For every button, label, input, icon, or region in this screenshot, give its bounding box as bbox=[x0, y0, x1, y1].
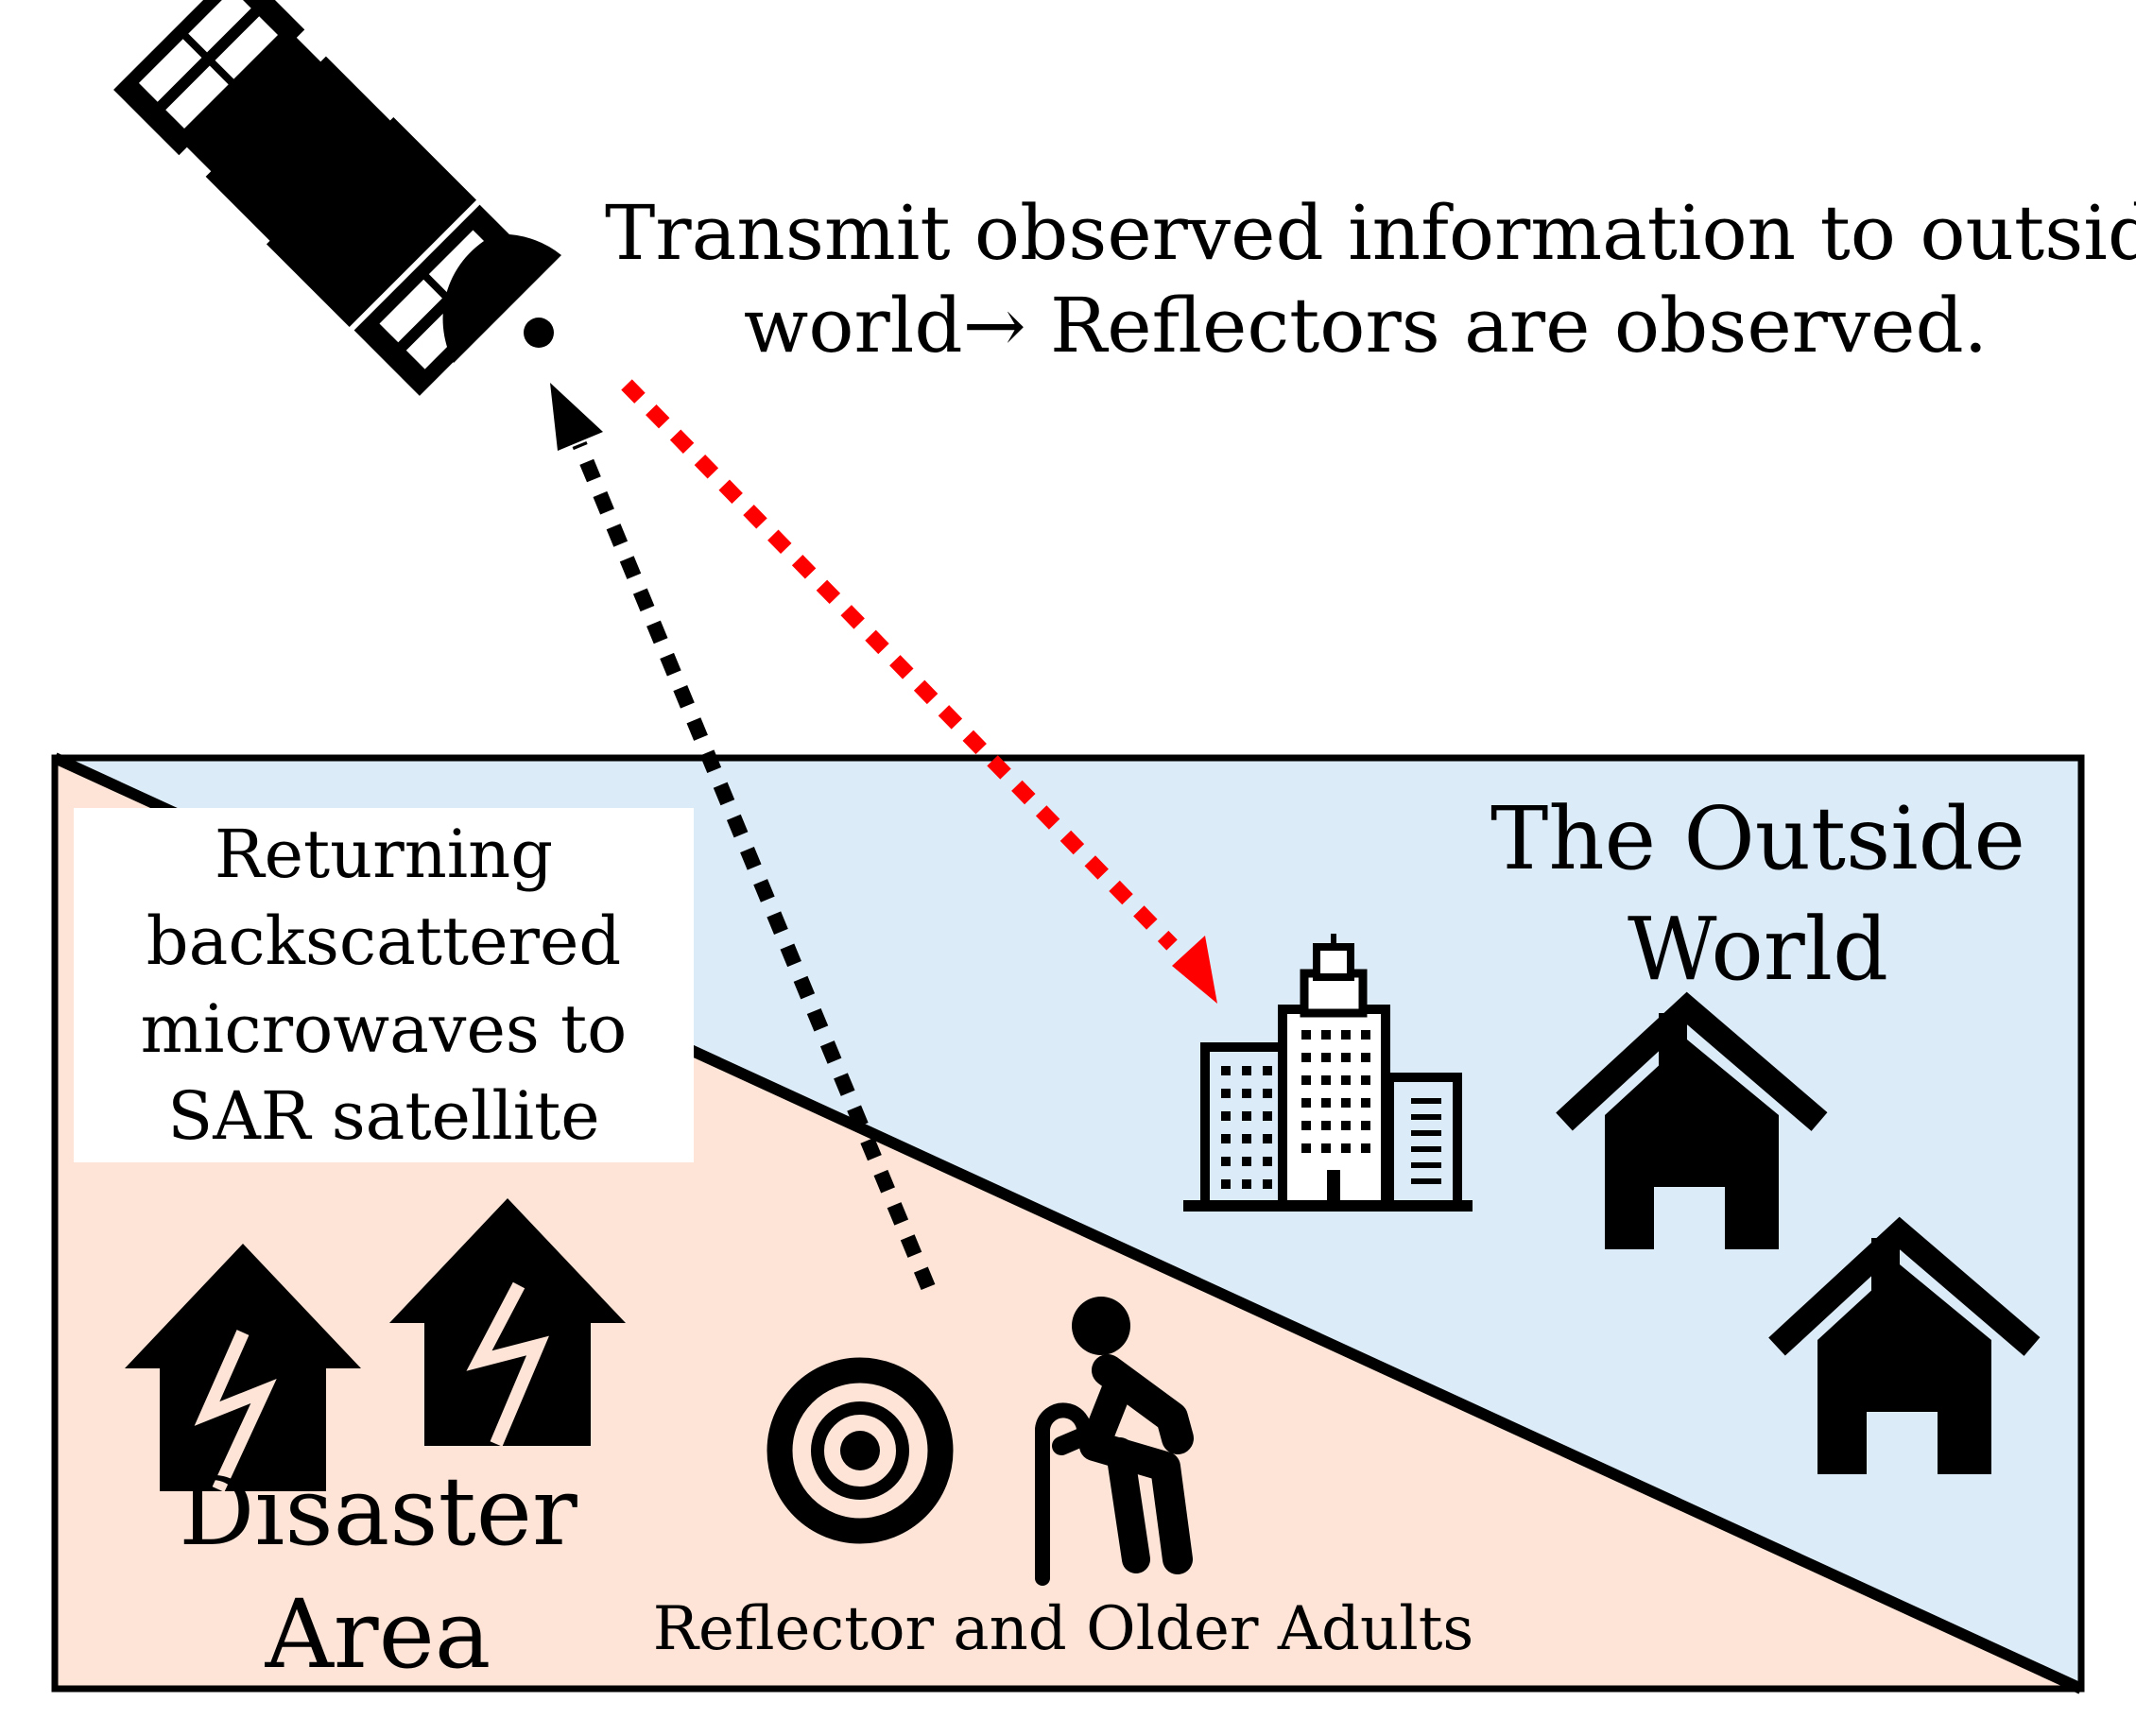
backscatter-label-line-1: Returning bbox=[214, 816, 554, 893]
reflector-target-icon bbox=[767, 1357, 954, 1544]
outside-world-label: The Outside World bbox=[1474, 784, 2041, 1006]
damaged-house-icon bbox=[389, 1198, 626, 1447]
backscatter-label-line-2: backscattered bbox=[146, 902, 622, 981]
disaster-area-label-line-1: Disaster bbox=[179, 1456, 577, 1567]
transmit-caption-line-1: Transmit observed information to outside bbox=[605, 189, 2136, 277]
backscatter-label-line-3: microwaves to bbox=[140, 989, 628, 1068]
office-buildings-icon bbox=[1183, 934, 1473, 1212]
transmit-caption-line-2: world→ Reflectors are observed. bbox=[743, 281, 1989, 370]
reflector-and-older-adults-label: Reflector and Older Adults bbox=[652, 1594, 1474, 1664]
outside-world-label-line-2: World bbox=[1628, 898, 1888, 1000]
backscatter-label-line-4: SAR satellite bbox=[167, 1077, 600, 1156]
backscatter-label-box bbox=[74, 808, 694, 1162]
disaster-area-label-line-2: Area bbox=[265, 1579, 491, 1690]
ground-panel-border bbox=[51, 754, 2085, 1693]
disaster-area-label: Disaster Area bbox=[113, 1451, 643, 1696]
backscatter-label: Returning backscattered microwaves to SA… bbox=[74, 811, 694, 1160]
backscatter-arrow bbox=[550, 383, 936, 1291]
older-adult-with-cane-icon bbox=[1035, 1297, 1194, 1586]
sar-satellite-icon bbox=[113, 0, 561, 396]
damaged-house-icon bbox=[125, 1244, 361, 1492]
transmit-caption: Transmit observed information to outside… bbox=[605, 187, 2136, 371]
transmit-arrow bbox=[621, 379, 1217, 1004]
outside-world-label-line-1: The Outside bbox=[1490, 788, 2025, 889]
